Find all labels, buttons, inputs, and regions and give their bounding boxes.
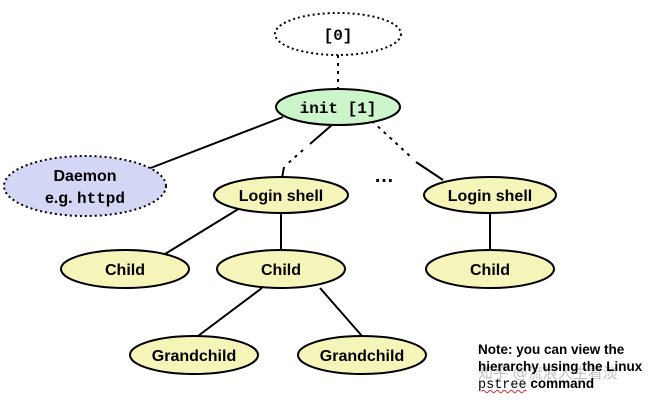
node-login-shell-right-label: Login shell [448,188,532,205]
node-daemon [3,155,167,217]
pstree-note: Note: you can view the hierarchy using t… [478,341,663,394]
node-grandchild-right [297,335,427,375]
note-line3-suffix: command [526,376,595,391]
ellipsis-siblings: … [374,165,394,187]
edge-init-login-right-dash [371,120,413,159]
node-child-middle [216,249,346,289]
node-init-label: init [1] [300,100,377,118]
note-line3: pstree command [478,375,663,394]
node-child-left-label: Child [105,262,145,279]
node-daemon-example: e.g. httpd [45,190,125,208]
node-init [275,88,401,126]
edge-init-login-right [415,161,444,181]
node-login-shell-right [423,176,557,214]
edge-init-login-left [309,123,334,145]
node-daemon-example-prefix: e.g. [45,190,77,207]
note-pstree-code: pstree [478,378,527,393]
edge-init-login-left-dash [284,149,304,167]
node-grandchild-left-label: Grandchild [152,348,236,365]
note-line1: Note: you can view the [478,342,625,357]
node-login-shell-left-label: Login shell [239,188,323,205]
node-child-left [60,249,190,289]
edge-init-daemon [147,116,284,170]
node-child-right [425,249,555,289]
edge-child-grandchild-right [319,287,363,337]
node-daemon-label: Daemon [53,168,116,185]
note-line2: hierarchy using the Linux [478,359,643,374]
node-login-shell-left [213,176,349,214]
node-daemon-example-code: httpd [77,190,125,208]
node-grandchild-right-label: Grandchild [320,348,404,365]
node-grandchild-left [129,335,259,375]
node-child-middle-label: Child [261,262,301,279]
edge-child-grandchild-left [197,287,263,337]
node-pid0-label: [0] [324,27,353,45]
node-child-right-label: Child [470,262,510,279]
edge-login-left-child-left [164,207,241,255]
node-pid0 [274,12,402,56]
